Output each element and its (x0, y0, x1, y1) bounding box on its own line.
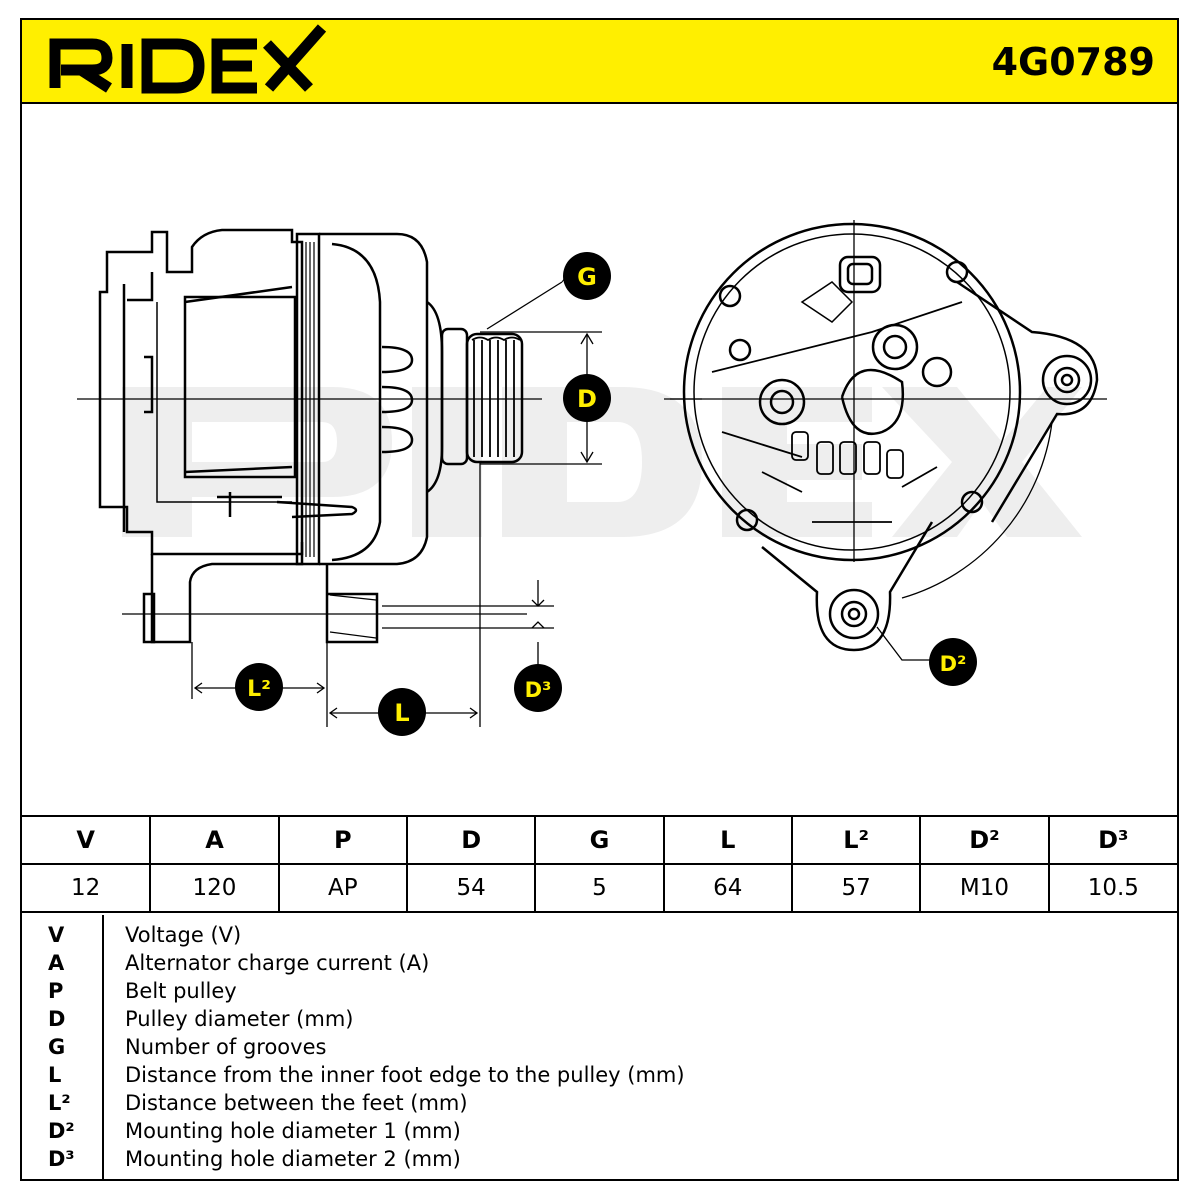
svg-text:G: G (577, 263, 597, 291)
svg-text:D: D (577, 385, 597, 413)
spec-header-cell: L² (790, 815, 922, 865)
legend-row: D³ Mounting hole diameter 2 (mm) (22, 1145, 1177, 1173)
spec-value-cell: 5 (534, 863, 665, 913)
legend-row: L Distance from the inner foot edge to t… (22, 1061, 1177, 1089)
legend-text: Belt pulley (125, 979, 237, 1003)
callout-d3: D³ (514, 664, 562, 712)
legend-text: Mounting hole diameter 2 (mm) (125, 1147, 461, 1171)
legend-text: Number of grooves (125, 1035, 327, 1059)
legend-text: Alternator charge current (A) (125, 951, 430, 975)
ridex-logo (49, 24, 327, 94)
legend-key: G (48, 1035, 66, 1059)
legend-text: Mounting hole diameter 1 (mm) (125, 1119, 461, 1143)
legend-row: G Number of grooves (22, 1033, 1177, 1061)
legend-divider (102, 915, 104, 1181)
legend-text: Pulley diameter (mm) (125, 1007, 354, 1031)
legend-key: D (48, 1007, 66, 1031)
spec-header-cell: L (662, 815, 793, 865)
spec-header-cell: A (149, 815, 280, 865)
spec-header-row: V A P D G L L² D² D³ (22, 815, 1177, 865)
spec-header-cell: D (405, 815, 537, 865)
legend-key: D² (48, 1119, 75, 1143)
legend-key: L² (48, 1091, 71, 1115)
svg-text:L²: L² (247, 677, 271, 702)
spec-value-cell: 10.5 (1047, 863, 1177, 913)
spec-value-cell: AP (277, 863, 408, 913)
spec-value-cell: 12 (22, 863, 152, 913)
legend-row: A Alternator charge current (A) (22, 949, 1177, 977)
svg-text:D³: D³ (525, 678, 552, 702)
callout-d: D (563, 374, 611, 422)
legend: V Voltage (V) A Alternator charge curren… (22, 915, 1177, 1181)
spec-header-cell: P (277, 815, 408, 865)
callout-g: G (561, 252, 611, 300)
spec-value-cell: M10 (919, 863, 1050, 913)
ridex-watermark (122, 387, 1082, 537)
legend-key: P (48, 979, 64, 1003)
spec-value-row: 12 120 AP 54 5 64 57 M10 10.5 (22, 863, 1177, 913)
legend-key: V (48, 923, 65, 947)
spec-header-cell: D² (919, 815, 1050, 865)
spec-table: V A P D G L L² D² D³ 12 120 AP 54 5 64 5… (22, 815, 1177, 913)
spec-value-cell: 120 (149, 863, 280, 913)
legend-key: D³ (48, 1147, 75, 1171)
svg-text:L: L (394, 699, 409, 727)
header-bar: 4G0789 (22, 20, 1177, 104)
legend-row: L² Distance between the feet (mm) (22, 1089, 1177, 1117)
svg-text:D²: D² (940, 652, 967, 676)
alternator-drawing: G D L² L D³ D² (77, 220, 1107, 736)
spec-value-cell: 64 (662, 863, 793, 913)
legend-key: A (48, 951, 65, 975)
spec-value-cell: 54 (405, 863, 537, 913)
legend-row: P Belt pulley (22, 977, 1177, 1005)
legend-text: Distance from the inner foot edge to the… (125, 1063, 685, 1087)
callout-l2: L² (235, 663, 283, 711)
datasheet-frame: 4G0789 (20, 18, 1179, 1181)
legend-row: V Voltage (V) (22, 921, 1177, 949)
part-number: 4G0789 (991, 40, 1155, 84)
legend-row: D² Mounting hole diameter 1 (mm) (22, 1117, 1177, 1145)
rear-view (664, 220, 1107, 661)
callout-l: L (378, 688, 426, 736)
legend-text: Voltage (V) (125, 923, 242, 947)
legend-text: Distance between the feet (mm) (125, 1091, 468, 1115)
spec-header-cell: D³ (1047, 815, 1177, 865)
spec-header-cell: V (22, 815, 152, 865)
spec-value-cell: 57 (790, 863, 922, 913)
dimension-lines (77, 281, 602, 727)
legend-key: L (48, 1063, 62, 1087)
legend-row: D Pulley diameter (mm) (22, 1005, 1177, 1033)
callout-d2: D² (929, 638, 977, 686)
spec-header-cell: G (534, 815, 665, 865)
